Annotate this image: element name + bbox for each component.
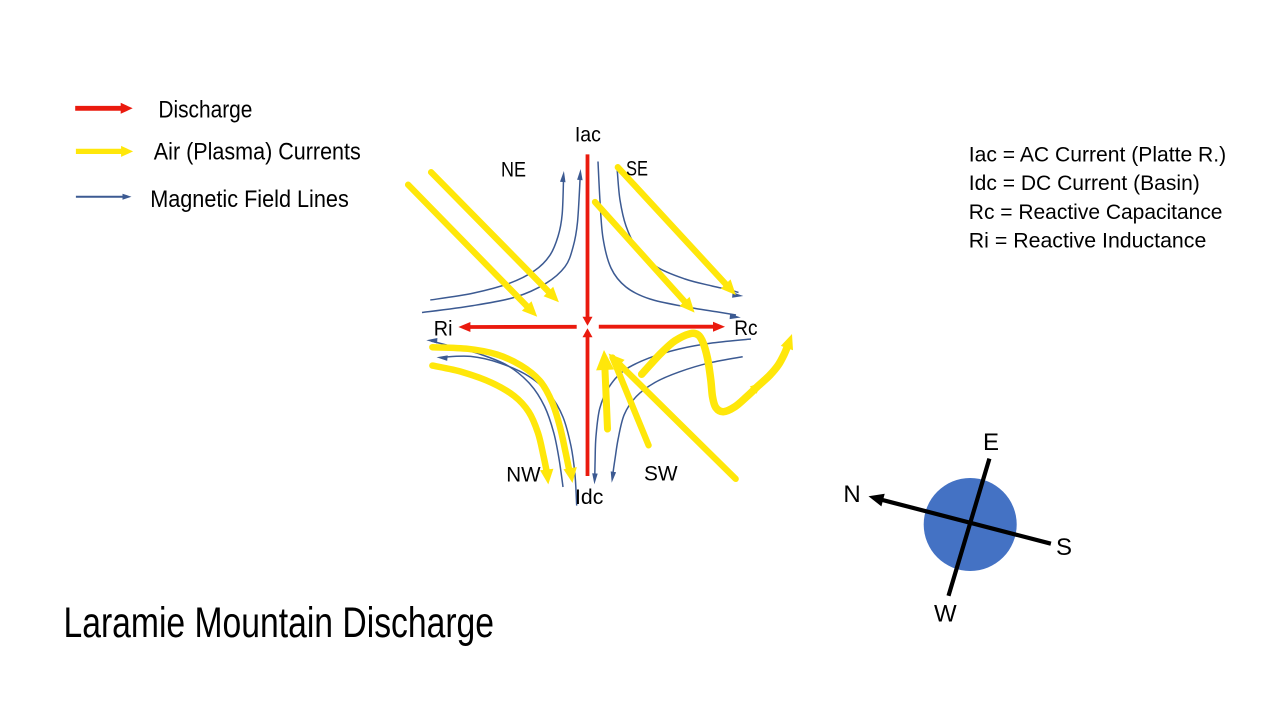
svg-text:SE: SE	[626, 157, 648, 180]
svg-text:Ri = Reactive Inductance: Ri = Reactive Inductance	[969, 230, 1206, 253]
svg-text:Iac = AC Current (Platte R.): Iac = AC Current (Platte R.)	[969, 143, 1226, 166]
svg-text:W: W	[934, 601, 957, 628]
svg-text:Air (Plasma) Currents: Air (Plasma) Currents	[154, 139, 361, 166]
svg-text:NE: NE	[501, 158, 526, 181]
svg-text:Idc: Idc	[575, 486, 603, 509]
svg-text:Magnetic Field Lines: Magnetic Field Lines	[150, 186, 349, 213]
svg-text:S: S	[1056, 534, 1072, 561]
svg-text:Rc: Rc	[734, 317, 757, 340]
svg-text:Idc = DC Current (Basin): Idc = DC Current (Basin)	[969, 172, 1200, 195]
svg-text:N: N	[843, 481, 860, 508]
svg-text:Rc = Reactive Capacitance: Rc = Reactive Capacitance	[969, 201, 1223, 224]
svg-text:SW: SW	[644, 462, 678, 485]
svg-text:Iac: Iac	[575, 124, 601, 147]
svg-text:Ri: Ri	[434, 318, 453, 341]
svg-text:Discharge: Discharge	[158, 97, 252, 124]
svg-text:E: E	[983, 429, 999, 456]
svg-text:NW: NW	[506, 464, 540, 487]
svg-text:Laramie Mountain Discharge: Laramie Mountain Discharge	[64, 599, 495, 647]
